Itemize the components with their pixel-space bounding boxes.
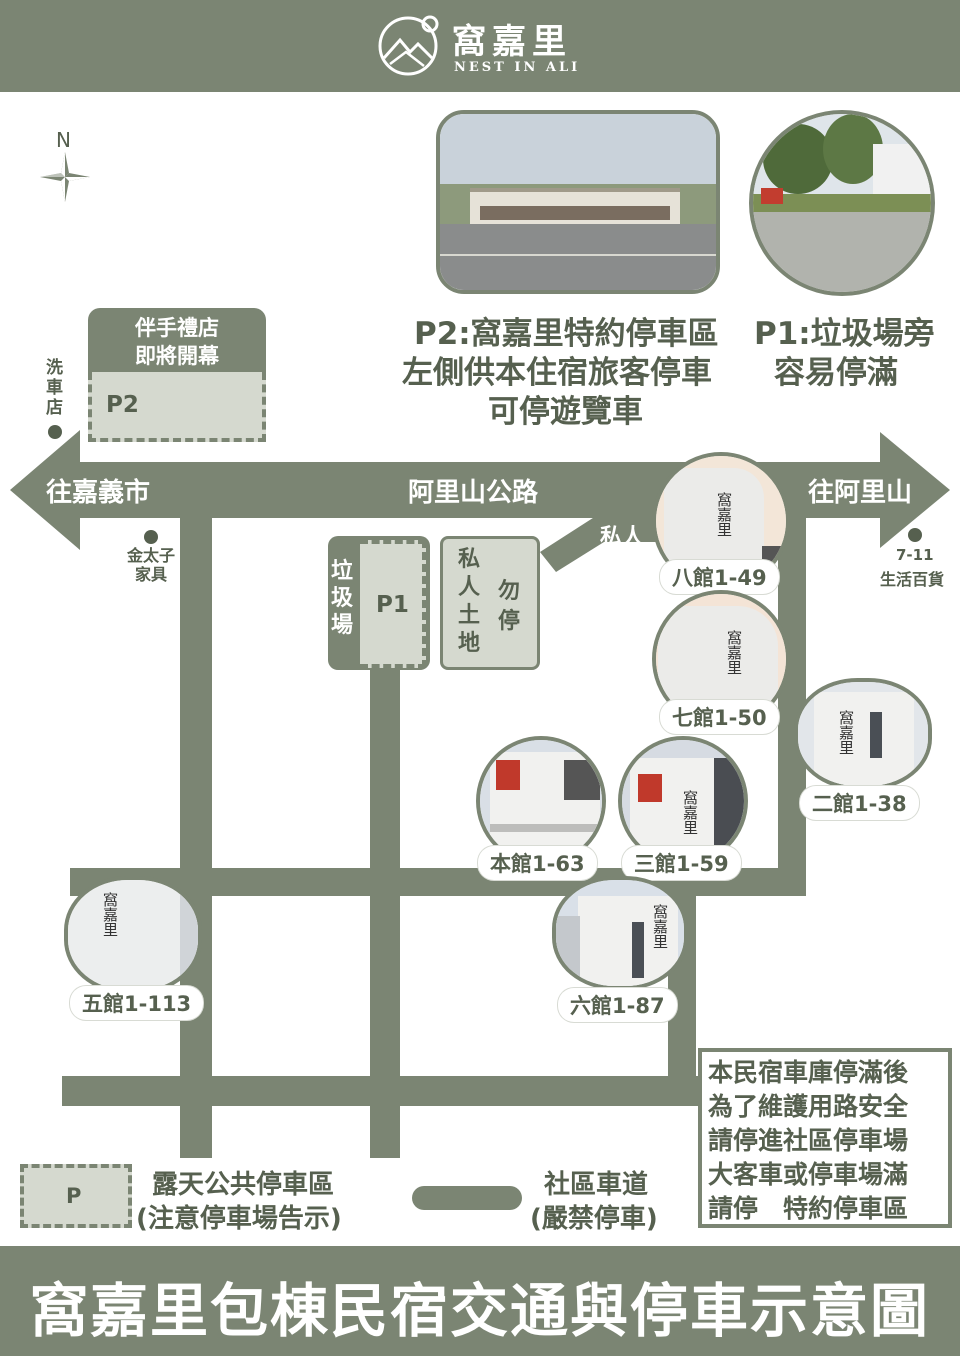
legend-parking-icon-label: P xyxy=(66,1184,82,1208)
garbage-area-label: 垃圾場 xyxy=(331,559,354,638)
legend-parking-icon xyxy=(20,1164,132,1228)
p1-photo xyxy=(749,110,935,296)
west-direction-label: 往嘉義市 xyxy=(46,478,151,508)
p2-caption-line1: P2:窩嘉里特約停車區 xyxy=(414,316,719,352)
souvenir-shop-line1: 伴手禮店 xyxy=(135,316,219,340)
notice-line-5: 請停 特約停車區 xyxy=(708,1194,909,1223)
building-5-label: 五館1-113 xyxy=(70,986,204,1020)
p2-parking-area xyxy=(88,372,266,442)
building-6-photo: 窩嘉里 xyxy=(552,876,688,990)
building-7-sign: 窩嘉里 xyxy=(725,630,743,675)
brand-name-en: NEST IN ALI xyxy=(454,60,581,75)
notice-line-1: 本民宿車庫停滿後 xyxy=(708,1058,909,1087)
p2-photo xyxy=(436,110,720,294)
building-2-photo: 窩嘉里 xyxy=(794,678,932,790)
private-road-shape xyxy=(540,516,660,572)
furniture-dot-icon xyxy=(144,530,158,544)
building-3-label: 三館1-59 xyxy=(622,846,741,880)
souvenir-shop-sign xyxy=(88,308,266,372)
parking-notice: 本民宿車庫停滿後 為了維護用路安全 請停進社區停車場 大客車或停車場滿 請停 特… xyxy=(698,1048,952,1228)
p1-parking-area xyxy=(360,540,426,668)
compass-icon xyxy=(40,152,90,202)
main-building-photo xyxy=(476,736,606,866)
building-2-sign: 窩嘉里 xyxy=(837,710,855,755)
p1-caption-line1: P1:垃圾場旁 xyxy=(754,316,935,352)
seven-eleven-label: 7-11 xyxy=(896,546,934,564)
no-parking-label: 勿停 xyxy=(498,579,521,634)
notice-line-2: 為了維護用路安全 xyxy=(708,1092,909,1121)
legend-parking-line1: 露天公共停車區 xyxy=(152,1170,335,1200)
brand-name-cn: 窩嘉里 xyxy=(452,22,572,62)
building-2-label: 二館1-38 xyxy=(800,786,919,820)
building-6-sign: 窩嘉里 xyxy=(651,904,669,949)
legend-road-icon xyxy=(412,1186,522,1210)
legend-parking-line2: (注意停車場告示) xyxy=(136,1204,342,1234)
compass-north-label: N xyxy=(56,128,71,152)
p2-caption-line2: 左側供本住宿旅客停車 xyxy=(402,355,712,391)
private-land-label: 私人土地 xyxy=(458,547,481,656)
private-road-label: 私人 xyxy=(600,525,645,550)
p2-caption-line3: 可停遊覽車 xyxy=(488,394,643,430)
souvenir-shop-line2: 即將開幕 xyxy=(135,344,219,368)
notice-line-3: 請停進社區停車場 xyxy=(708,1126,909,1155)
east-direction-label: 往阿里山 xyxy=(808,478,913,508)
footer-bar xyxy=(0,1246,960,1356)
road-west-vertical xyxy=(180,518,212,1158)
p1-parking-label: P1 xyxy=(376,592,409,618)
header-bar xyxy=(0,0,960,92)
road-south-horizontal xyxy=(62,1076,698,1106)
brand-logo-icon xyxy=(378,15,439,76)
main-road-label: 阿里山公路 xyxy=(408,478,539,508)
building-8-label: 八館1-49 xyxy=(660,560,779,594)
page-title: 窩嘉里包棟民宿交通與停車示意圖 xyxy=(29,1277,930,1345)
building-5-photo: 窩嘉里 xyxy=(64,876,202,994)
p1-caption-line2: 容易停滿 xyxy=(774,355,898,391)
building-7-label: 七館1-50 xyxy=(660,700,779,734)
legend-road-line2: (嚴禁停車) xyxy=(530,1204,658,1234)
seven-eleven-dot-icon xyxy=(908,528,922,542)
p2-parking-label: P2 xyxy=(106,392,139,418)
main-building-label: 本館1-63 xyxy=(478,846,597,880)
building-3-photo: 窩嘉里 xyxy=(618,736,748,866)
furniture-label: 金太子家具 xyxy=(126,546,175,584)
legend-road-line1: 社區車道 xyxy=(544,1170,649,1200)
building-3-sign: 窩嘉里 xyxy=(681,790,699,835)
building-8-sign: 窩嘉里 xyxy=(715,492,733,537)
main-road-shape xyxy=(10,430,950,550)
building-5-sign: 窩嘉里 xyxy=(101,892,119,937)
seven-eleven-sub-label: 生活百貨 xyxy=(880,570,945,589)
notice-line-4: 大客車或停車場滿 xyxy=(708,1160,909,1189)
car-wash-dot-icon xyxy=(48,425,62,439)
private-land-area xyxy=(440,536,540,670)
car-wash-label: 洗車店 xyxy=(46,358,63,418)
building-6-label: 六館1-87 xyxy=(558,988,677,1022)
